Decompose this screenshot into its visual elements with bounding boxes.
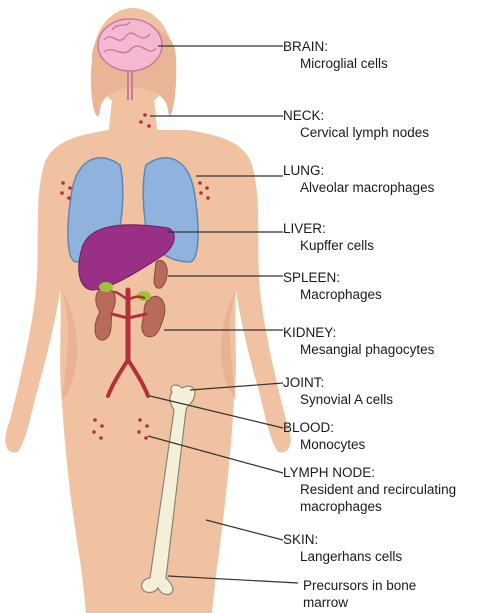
label-neck: NECK: Cervical lymph nodes [283,107,429,141]
label-blood: BLOOD: Monocytes [283,419,365,453]
label-liver: LIVER: Kupffer cells [283,220,374,254]
spleen-desc: Macrophages [283,286,382,303]
label-bone-marrow: Precursors in bone marrow [303,577,416,611]
lymph-node-desc2: macrophages [283,498,456,515]
joint-desc: Synovial A cells [283,391,393,408]
skin-title: SKIN: [283,531,402,548]
lymph-node-desc: Resident and recirculating [283,481,456,498]
bone-marrow-title: Precursors in bone [303,577,416,594]
neck-desc: Cervical lymph nodes [283,124,429,141]
neck-title: NECK: [283,107,429,124]
lymph-node-title: LYMPH NODE: [283,464,456,481]
lung-desc: Alveolar macrophages [283,179,434,196]
label-joint: JOINT: Synovial A cells [283,374,393,408]
spleen-title: SPLEEN: [283,269,382,286]
label-lung: LUNG: Alveolar macrophages [283,162,434,196]
liver-desc: Kupffer cells [283,237,374,254]
label-kidney: KIDNEY: Mesangial phagocytes [283,324,434,358]
joint-title: JOINT: [283,374,393,391]
brain-desc: Microglial cells [283,55,388,72]
bone-marrow-desc: marrow [303,594,416,611]
liver-title: LIVER: [283,220,374,237]
label-lymph-node: LYMPH NODE: Resident and recirculating m… [283,464,456,515]
kidney-title: KIDNEY: [283,324,434,341]
kidney-desc: Mesangial phagocytes [283,341,434,358]
label-spleen: SPLEEN: Macrophages [283,269,382,303]
label-skin: SKIN: Langerhans cells [283,531,402,565]
skin-desc: Langerhans cells [283,548,402,565]
lung-title: LUNG: [283,162,434,179]
adrenal-left [99,282,113,292]
blood-title: BLOOD: [283,419,365,436]
blood-desc: Monocytes [283,436,365,453]
label-brain: BRAIN: Microglial cells [283,38,388,72]
brain-title: BRAIN: [283,38,388,55]
